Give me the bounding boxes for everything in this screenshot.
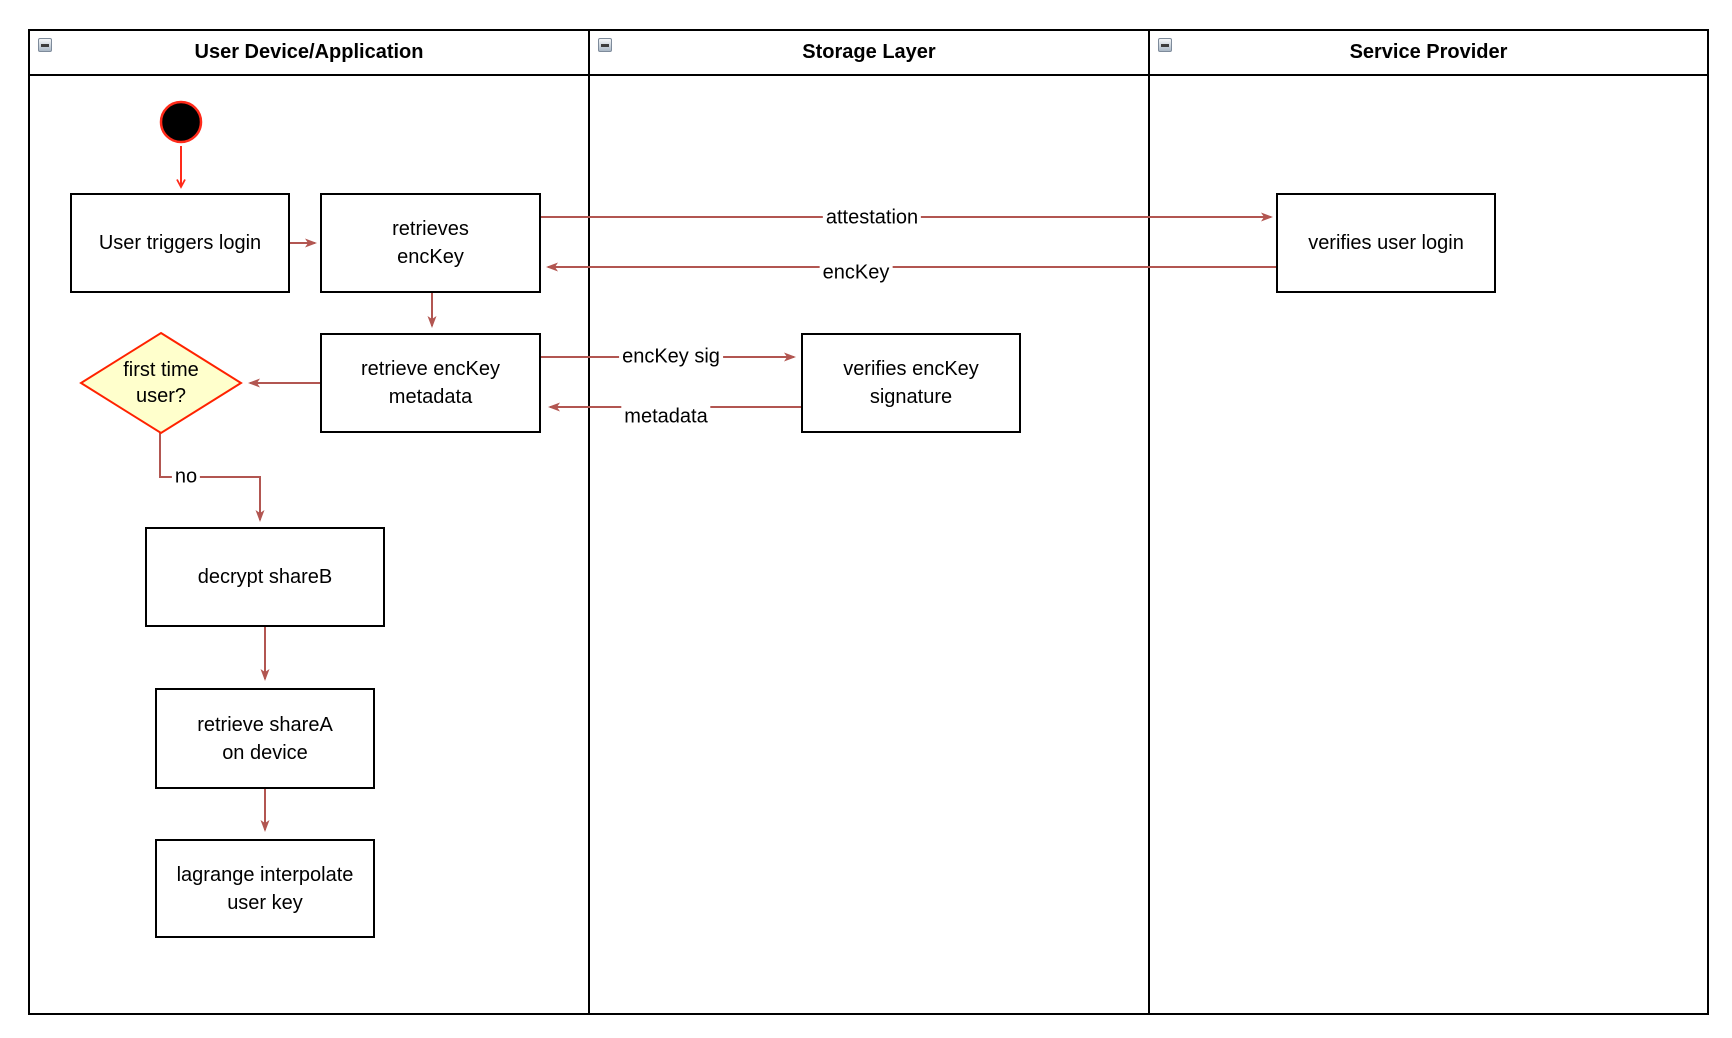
edge-label-enckey[interactable]: encKey <box>819 261 893 285</box>
node-label: retrieve encKey metadata <box>361 358 500 408</box>
node-verifies-user-login[interactable]: verifies user login <box>1276 193 1496 293</box>
lane-header-user-device[interactable]: User Device/Application <box>30 31 588 76</box>
node-user-triggers-login[interactable]: User triggers login <box>70 193 290 293</box>
initial-node[interactable] <box>159 100 203 144</box>
edge-label-enckey-sig[interactable]: encKey sig <box>619 345 723 369</box>
lane-header-service-provider[interactable]: Service Provider <box>1150 31 1707 76</box>
edge-label-no[interactable]: no <box>171 465 201 489</box>
node-retrieves-enckey[interactable]: retrieves encKey <box>320 193 541 293</box>
lane-header-storage-layer[interactable]: Storage Layer <box>590 31 1148 76</box>
edge-decision-no[interactable] <box>159 433 265 522</box>
node-lagrange-interpolate[interactable]: lagrange interpolate user key <box>155 839 375 938</box>
collapse-lane-icon[interactable] <box>598 38 612 52</box>
lane-service-provider: Service Provider <box>1150 31 1707 1013</box>
node-label: retrieves encKey <box>392 218 469 268</box>
minus-icon <box>1161 43 1169 47</box>
node-retrieve-sharea[interactable]: retrieve shareA on device <box>155 688 375 789</box>
edge-label-attestation[interactable]: attestation <box>822 206 922 230</box>
minus-icon <box>41 43 49 47</box>
node-label: verifies encKey signature <box>843 358 979 408</box>
lane-title-service-provider: Service Provider <box>1349 41 1508 63</box>
collapse-lane-icon[interactable] <box>38 38 52 52</box>
collapse-lane-icon[interactable] <box>1158 38 1172 52</box>
edge-label-metadata[interactable]: metadata <box>621 405 711 429</box>
lane-title-user-device: User Device/Application <box>194 41 424 63</box>
lane-storage-layer: Storage Layer <box>590 31 1150 1013</box>
decision-diamond[interactable] <box>79 331 243 435</box>
lane-user-device: User Device/Application <box>30 31 590 1013</box>
node-label: verifies user login <box>1308 232 1464 254</box>
node-verifies-enckey-signature[interactable]: verifies encKey signature <box>801 333 1021 433</box>
lane-title-storage-layer: Storage Layer <box>802 41 936 63</box>
node-label: decrypt shareB <box>197 566 333 588</box>
node-label: lagrange interpolate user key <box>176 863 354 914</box>
node-label: User triggers login <box>98 232 262 254</box>
decision-label: first time user? <box>123 359 199 407</box>
swimlane-pool: User Device/Application Storage Layer Se… <box>28 29 1709 1015</box>
node-decrypt-shareb[interactable]: decrypt shareB <box>145 527 385 627</box>
node-label: retrieve shareA on device <box>197 713 333 764</box>
node-retrieve-enckey-metadata[interactable]: retrieve encKey metadata <box>320 333 541 433</box>
minus-icon <box>601 43 609 47</box>
